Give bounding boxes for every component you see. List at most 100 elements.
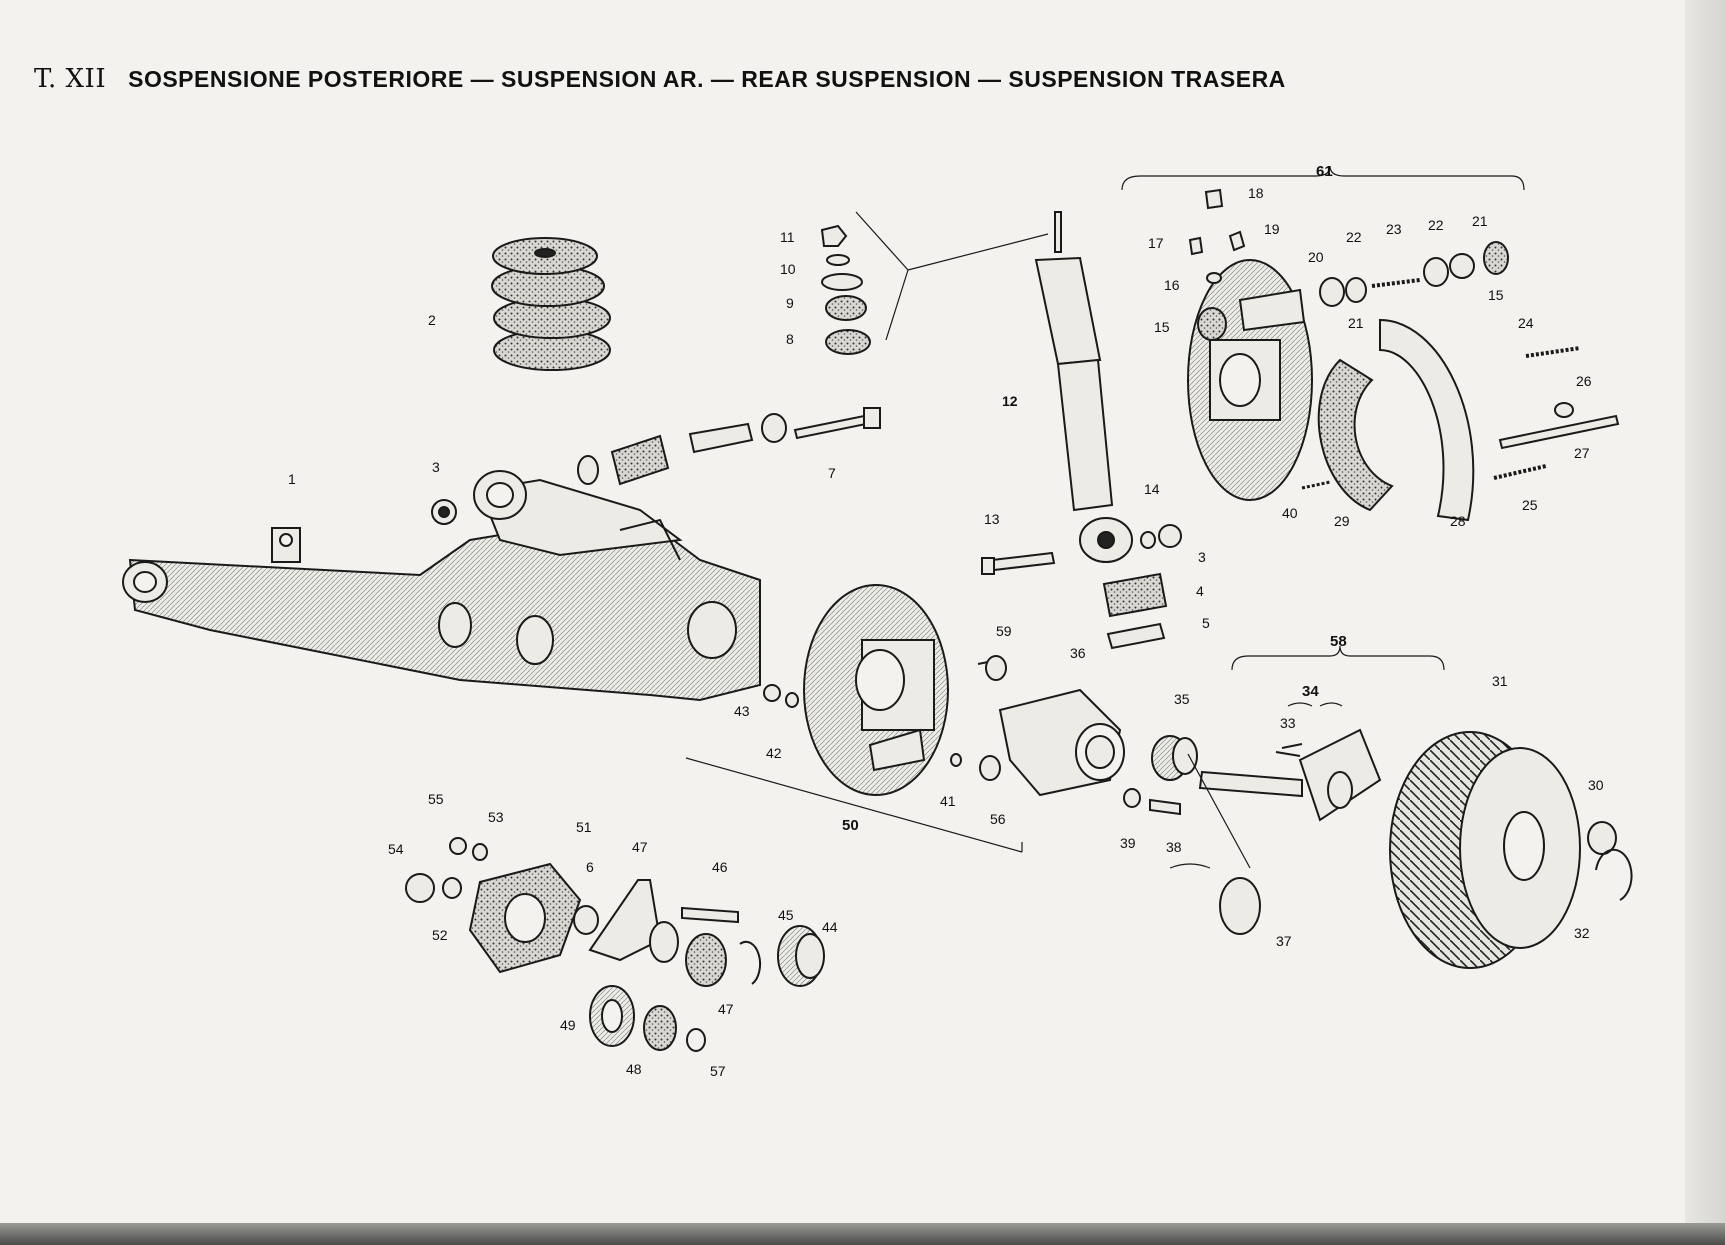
callout-8: 8: [786, 331, 794, 347]
callout-12: 12: [1002, 393, 1018, 409]
bushing-4: [1102, 572, 1168, 618]
callout-15: 15: [1154, 319, 1170, 335]
bush-6: [573, 905, 599, 935]
callout-39: 39: [1120, 835, 1136, 851]
callout-21: 21: [1472, 213, 1488, 229]
callout-41: 41: [940, 793, 956, 809]
axle-shaft-58: [1198, 728, 1382, 822]
callout-3: 3: [432, 459, 440, 475]
callout-52: 51: [576, 819, 592, 835]
callout-30: 30: [1588, 777, 1604, 793]
pivot-bolt-bushings: [577, 407, 881, 486]
group-61: 61: [1316, 163, 1333, 180]
callout-55: 54: [388, 841, 404, 857]
flex-coupling-52: [468, 862, 582, 974]
backing-plate-50: [803, 584, 949, 796]
callout-14: 14: [1144, 481, 1160, 497]
springs-and-adjuster: [1301, 346, 1620, 490]
callout-48: 47: [632, 839, 648, 855]
leader-lines: [685, 165, 1525, 869]
seal-37: [1219, 877, 1261, 935]
washer-14: [1140, 531, 1156, 549]
wheel-cylinder-parts: [1188, 188, 1509, 307]
callout-35: 35: [1174, 691, 1190, 707]
nut-3-left: [431, 499, 457, 525]
callout-5: 5: [1202, 615, 1210, 631]
callout-54: 53: [488, 809, 504, 825]
callout-46: 46: [712, 859, 728, 875]
brake-drum-31: [1389, 731, 1581, 969]
callout-19: 19: [1264, 221, 1280, 237]
callout-22: 22: [1428, 217, 1444, 233]
seal-47: [685, 933, 727, 987]
shock-mount-stack: [820, 224, 871, 355]
nut-3-right: [1158, 524, 1182, 548]
nut-43: [763, 684, 781, 702]
circlip-45: [739, 940, 762, 985]
callout-33: 33: [1280, 715, 1296, 731]
callout-45: 45: [778, 907, 794, 923]
callout-16: 16: [1164, 277, 1180, 293]
backing-plate-61: [1187, 259, 1313, 501]
bearing-44: [777, 925, 825, 987]
bump-stop-rubber: [491, 237, 611, 371]
callout-1: 1: [288, 471, 296, 487]
callout-23: 23: [1386, 221, 1402, 237]
callout-37: 37: [1276, 933, 1292, 949]
callout-56: 55: [428, 791, 444, 807]
callout-57: 56: [990, 811, 1006, 827]
bolt-46: [681, 906, 739, 924]
callout-49: 48: [626, 1061, 642, 1077]
shock-absorber: [1034, 211, 1133, 563]
callout-labels: 1 2 3 3 4 5 6 7 8 9 10 11 12 13 14 15 15…: [288, 163, 1604, 1079]
callout-38: 38: [1166, 839, 1182, 855]
lower-shock-bolt: [981, 551, 1056, 575]
callout-21: 21: [1348, 315, 1364, 331]
callout-29: 29: [1334, 513, 1350, 529]
group-50: 50: [842, 817, 859, 834]
callout-28: 28: [1450, 513, 1466, 529]
washer-54: [472, 843, 488, 861]
callout-42: 42: [766, 745, 782, 761]
washer-41: [950, 753, 962, 767]
bolt-38: [1149, 798, 1181, 816]
callout-3: 3: [1198, 549, 1206, 565]
washer-53: [442, 877, 462, 899]
callout-4: 4: [1196, 583, 1204, 599]
circlip-32: [1595, 848, 1633, 901]
callout-17: 17: [1148, 235, 1164, 251]
callout-44: 44: [822, 919, 838, 935]
brake-shoes: [1317, 318, 1475, 522]
trailing-arm: [122, 470, 761, 702]
callout-2: 2: [428, 312, 436, 328]
bracket-48: [588, 879, 679, 963]
callout-15: 15: [1488, 287, 1504, 303]
callout-10: 10: [780, 261, 796, 277]
callout-26: 26: [1576, 373, 1592, 389]
hub-carrier-36: [998, 688, 1125, 797]
callout-24: 24: [1518, 315, 1534, 331]
callout-18: 18: [1248, 185, 1264, 201]
callout-25: 25: [1522, 497, 1538, 513]
washer-39: [1123, 788, 1141, 808]
callout-27: 27: [1574, 445, 1590, 461]
callout-36: 36: [1070, 645, 1086, 661]
callout-7: 7: [828, 465, 836, 481]
callout-22: 22: [1346, 229, 1362, 245]
callout-40: 40: [1282, 505, 1298, 521]
page-spine-shadow: [1685, 0, 1725, 1225]
nut-56: [449, 837, 467, 855]
bearing-51: [589, 985, 635, 1047]
callout-31: 31: [1492, 673, 1508, 689]
seal-49: [643, 1005, 677, 1051]
bearing-35: [1151, 735, 1198, 781]
callout-51: 49: [560, 1017, 576, 1033]
sleeve-5: [1106, 622, 1166, 650]
callout-32: 32: [1574, 925, 1590, 941]
ring-59: [686, 1028, 706, 1052]
callout-13: 13: [984, 511, 1000, 527]
washer-42: [785, 692, 799, 708]
plate-number: T. XII: [34, 64, 107, 94]
